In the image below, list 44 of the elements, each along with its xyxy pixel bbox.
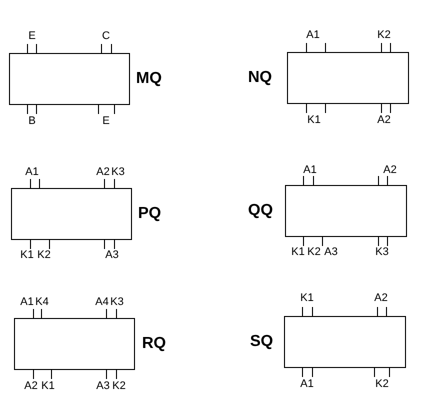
pin-label: A2 [374, 292, 388, 304]
package-box [11, 188, 132, 240]
pin-label: E [102, 115, 110, 127]
part-name: PQ [138, 205, 162, 223]
part-name: NQ [248, 69, 272, 87]
pin-label: K2 [37, 249, 51, 261]
pin-label: A3 [105, 249, 119, 261]
pin-label: A1 [303, 164, 317, 176]
pin-label: A2 [383, 164, 397, 176]
part-name: SQ [250, 333, 274, 351]
package-box [287, 52, 409, 104]
pin-label: A1 [300, 378, 314, 390]
part-name: MQ [136, 70, 162, 88]
pin-label: K3 [111, 166, 125, 178]
package-box [9, 53, 130, 105]
pin-label: K2 [112, 380, 126, 392]
pin-label: K1 [291, 246, 305, 258]
pin-label: K1 [41, 380, 55, 392]
pin-label: C [102, 30, 110, 42]
pin-label: A1 [20, 296, 34, 308]
package-box [285, 185, 407, 237]
package-box [284, 316, 406, 368]
pin-label: A1 [25, 166, 39, 178]
pin-label: K1 [307, 114, 321, 126]
pin-label: E [28, 30, 36, 42]
pin-label: A4 [95, 296, 109, 308]
pin-label: K4 [35, 296, 49, 308]
pin-label: A3 [96, 380, 110, 392]
pin-label: K3 [110, 296, 124, 308]
package-box [14, 318, 135, 370]
pin-label: A2 [377, 114, 391, 126]
pin-label: K2 [377, 29, 391, 41]
pin-label: K3 [375, 246, 389, 258]
pin-label: K1 [300, 292, 314, 304]
pin-label: A2 [96, 166, 110, 178]
pin-label: K2 [375, 378, 389, 390]
pin-label: B [28, 115, 36, 127]
pin-label: A2 [24, 380, 38, 392]
part-name: RQ [142, 335, 166, 353]
part-name: QQ [248, 202, 273, 220]
pin-label: K2 [307, 246, 321, 258]
pin-label: K1 [20, 249, 34, 261]
pin-label: A1 [306, 29, 320, 41]
pin-label: A3 [324, 246, 338, 258]
